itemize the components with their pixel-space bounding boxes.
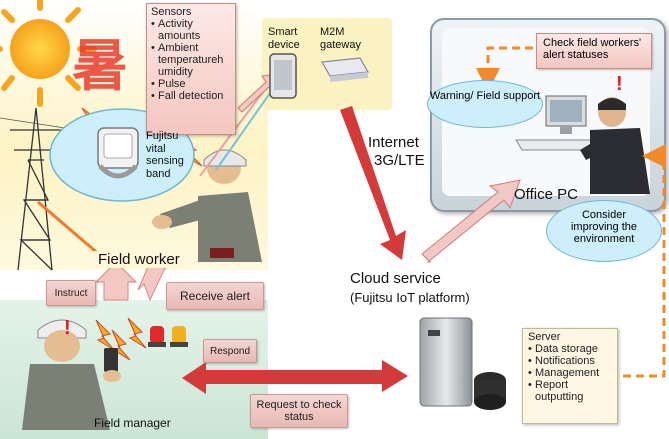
server-box: Server Data storage Notifications Manage… — [522, 328, 618, 424]
instruct-box: Instruct — [46, 280, 96, 306]
m2m-gateway-label: M2M gateway — [320, 26, 361, 51]
smart-device-label: Smart device — [268, 26, 300, 51]
check-status-box: Check field workers' alert statuses — [536, 33, 652, 69]
server-item: Report outputting — [528, 379, 612, 403]
respond-box: Respond — [203, 339, 257, 363]
office-worker-figure — [515, 95, 650, 194]
device-to-cloud-arrow — [340, 106, 406, 260]
server-item: Management — [528, 367, 612, 379]
sun-icon — [0, 0, 97, 107]
office-alert-exclaim: ! — [616, 73, 623, 95]
consider-bubble: Consider improving the environment — [546, 200, 662, 262]
server-item: Data storage — [528, 343, 612, 355]
office-cloud-arrow — [421, 179, 521, 263]
server-title: Server — [528, 331, 561, 343]
field-manager-figure — [22, 319, 121, 430]
sensors-title: Sensors — [151, 6, 192, 18]
sensor-item: Pulse — [151, 78, 231, 90]
wristband-icon — [97, 127, 139, 179]
field-worker-figure — [152, 149, 262, 262]
consider-env-text: Consider improving the environment — [570, 209, 638, 245]
network-label: 3G/LTE — [374, 152, 425, 169]
manager-cloud-arrow — [182, 360, 408, 394]
sensors-list: Activity amounts Ambient temperatureh um… — [151, 18, 231, 102]
check-status-text: Check field workers' alert statuses — [543, 37, 642, 61]
sensor-item: Fall detection — [151, 90, 231, 102]
cloud-service-label: Cloud service — [350, 270, 441, 287]
request-check-box: Request to check status — [250, 394, 348, 428]
warning-lights-icon — [148, 326, 188, 347]
heat-kanji-symbol: 暑 — [72, 33, 128, 99]
server-icon — [419, 317, 506, 410]
internet-label: Internet — [368, 134, 419, 151]
wireless-link-line-2 — [199, 79, 273, 177]
field-worker-label: Field worker — [94, 251, 184, 269]
receive-alert-box: Receive alert — [166, 282, 264, 310]
sensor-item: Ambient temperatureh umidity — [151, 42, 231, 78]
smartphone-icon — [269, 53, 297, 99]
warning-bubble: Warning/ Field support — [427, 80, 543, 128]
office-pc-label: Office PC — [514, 186, 578, 203]
warning-support-text: Warning/ Field support — [429, 90, 541, 102]
server-list: Data storage Notifications Management Re… — [528, 343, 612, 403]
server-to-office-dashed-arrow — [610, 144, 666, 378]
cloud-platform-label: (Fujitsu IoT platform) — [350, 290, 470, 305]
instruct-up-arrow — [94, 261, 138, 301]
manager-alert-exclaim: ! — [64, 317, 71, 339]
sensor-item: Activity amounts — [151, 18, 231, 42]
m2m-gateway-icon — [321, 57, 369, 82]
field-manager-label: Field manager — [94, 416, 171, 430]
server-item: Notifications — [528, 355, 612, 367]
sensors-box: Sensors Activity amounts Ambient tempera… — [146, 3, 236, 135]
sensing-band-label: Fujitsu vital sensing band — [146, 130, 184, 180]
